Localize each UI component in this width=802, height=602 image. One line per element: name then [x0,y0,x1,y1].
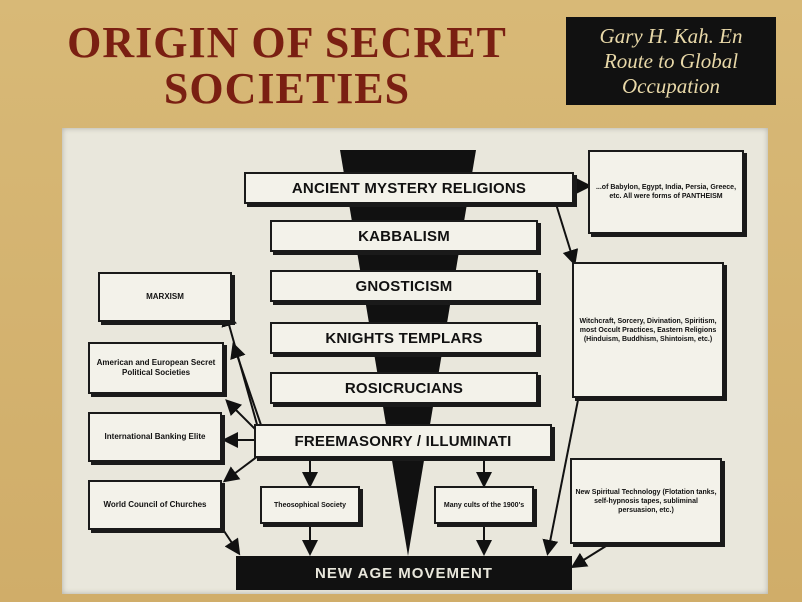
box-knights-templars: KNIGHTS TEMPLARS [270,322,538,354]
box-world-council-churches: World Council of Churches [88,480,222,530]
box-occult-practices: Witchcraft, Sorcery, Divination, Spiriti… [572,262,724,398]
box-new-age-movement: NEW AGE MOVEMENT [236,556,572,590]
arrow-occult-to-newage [542,399,579,556]
slide-title: ORIGIN OF SECRET SOCIETIES [32,20,542,112]
arrow-churches-to-newage [221,527,241,556]
box-theosophical-society: Theosophical Society [260,486,360,524]
source-line-3: Occupation [622,73,720,98]
source-line-2: Route to Global [603,48,739,73]
box-ancient-mystery-religions: ANCIENT MYSTERY RELIGIONS [244,172,574,204]
title-line-2: SOCIETIES [163,64,411,113]
source-line-1: Gary H. Kah. En [599,23,743,48]
arrow-ancient-to-occult [555,203,579,266]
source-citation: Gary H. Kah. En Route to Global Occupati… [566,17,776,105]
box-marxism: MARXISM [98,272,232,322]
arrow-to-political [230,342,263,429]
box-rosicrucians: ROSICRUCIANS [270,372,538,404]
box-freemasonry-illuminati: FREEMASONRY / ILLUMINATI [254,424,552,458]
box-pantheism-note: ...of Babylon, Egypt, India, Persia, Gre… [588,150,744,234]
arrow-technology-to-newage [570,545,607,569]
box-kabbalism: KABBALISM [270,220,538,252]
title-line-1: ORIGIN OF SECRET [67,18,507,67]
box-gnosticism: GNOSTICISM [270,270,538,302]
box-spiritual-technology: New Spiritual Technology (Flotation tank… [570,458,722,544]
arrow-to-political-2 [225,399,259,433]
box-banking-elite: International Banking Elite [88,412,222,462]
box-many-cults: Many cults of the 1900's [434,486,534,524]
box-political-societies: American and European Secret Political S… [88,342,224,394]
arrow-to-churches [222,455,259,483]
